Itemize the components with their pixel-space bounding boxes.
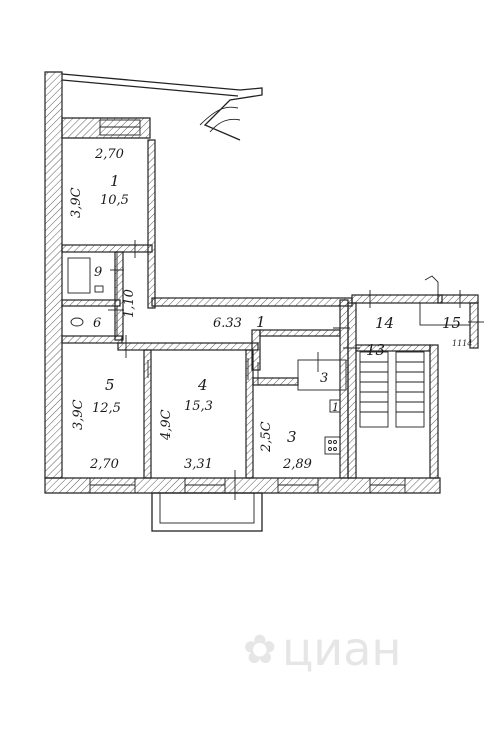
window-room5 (89, 477, 136, 494)
room1-area: 10,5 (100, 193, 129, 208)
stair-number: 13 (366, 341, 385, 359)
corridor-number: 1 (256, 313, 266, 331)
door-marks (108, 240, 484, 500)
room3-width: 2,89 (282, 457, 312, 472)
room4-area: 15,3 (184, 399, 213, 414)
wall-wc-bottom (61, 335, 123, 344)
hall-number: 14 (375, 314, 394, 332)
bath-number: 9 (94, 265, 102, 280)
room5-depth: 3,9C (71, 399, 86, 430)
left-wall (44, 71, 63, 479)
corridor-dim: 1,10 (122, 289, 137, 318)
labels: 2,70 1 10,5 3,9C 9 6 1,10 6.33 1 5 12,5 … (69, 147, 472, 676)
appliance-1 (329, 399, 341, 413)
small-one: 1 (332, 401, 339, 414)
room15-number: 15 (442, 314, 461, 332)
wall-room1-bottom (61, 244, 153, 253)
exterior-walls (44, 71, 441, 494)
room5-width: 2,70 (89, 457, 119, 472)
bottom-wall (44, 477, 441, 494)
stove-icon (324, 436, 341, 455)
room3-depth: 2,5C (259, 421, 274, 453)
room1-depth: 3,9C (69, 187, 84, 218)
stair-section (347, 275, 479, 479)
corridor-length: 6.33 (213, 316, 242, 331)
wc-room (61, 305, 118, 337)
watermark: циан (282, 622, 401, 676)
wall-kitchen-right (339, 299, 349, 479)
room4-depth: 4,9C (159, 409, 174, 441)
wall-4-3 (245, 349, 254, 479)
top-wall-room1 (61, 117, 151, 139)
room4-number: 4 (197, 376, 208, 394)
room15-note: 1114 (452, 339, 472, 348)
wall-5-4 (143, 349, 152, 479)
room1-number: 1 (110, 172, 120, 190)
bottom-windows (89, 477, 406, 532)
wall-corridor-bottom (117, 342, 259, 351)
window-room3 (277, 477, 319, 494)
balcony (151, 492, 263, 532)
toilet-icon (70, 317, 84, 327)
room5-number: 5 (105, 376, 115, 394)
top-slab (61, 73, 263, 141)
watermark-logo-icon: ✿ (243, 627, 277, 673)
pantry-number: 3 (320, 371, 328, 386)
room1-width: 2,70 (94, 147, 124, 162)
stair-treads (359, 351, 425, 428)
room3-number: 3 (287, 428, 297, 446)
wall-corridor-top (151, 297, 353, 307)
wc-number: 6 (93, 316, 101, 331)
room4-width: 3,31 (184, 457, 213, 472)
room5-area: 12,5 (92, 401, 121, 416)
wall-room1-right (147, 139, 156, 309)
window-room1 (99, 119, 141, 136)
interior-walls (61, 139, 353, 479)
bathtub (67, 257, 91, 294)
window-stair (369, 477, 406, 494)
